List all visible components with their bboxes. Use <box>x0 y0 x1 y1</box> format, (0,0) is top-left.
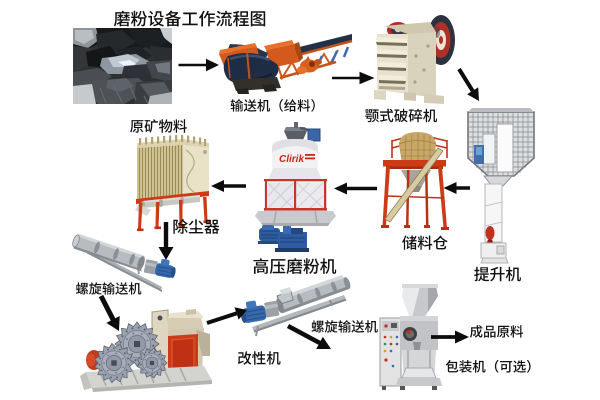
svg-text:Clirik: Clirik <box>279 154 304 165</box>
